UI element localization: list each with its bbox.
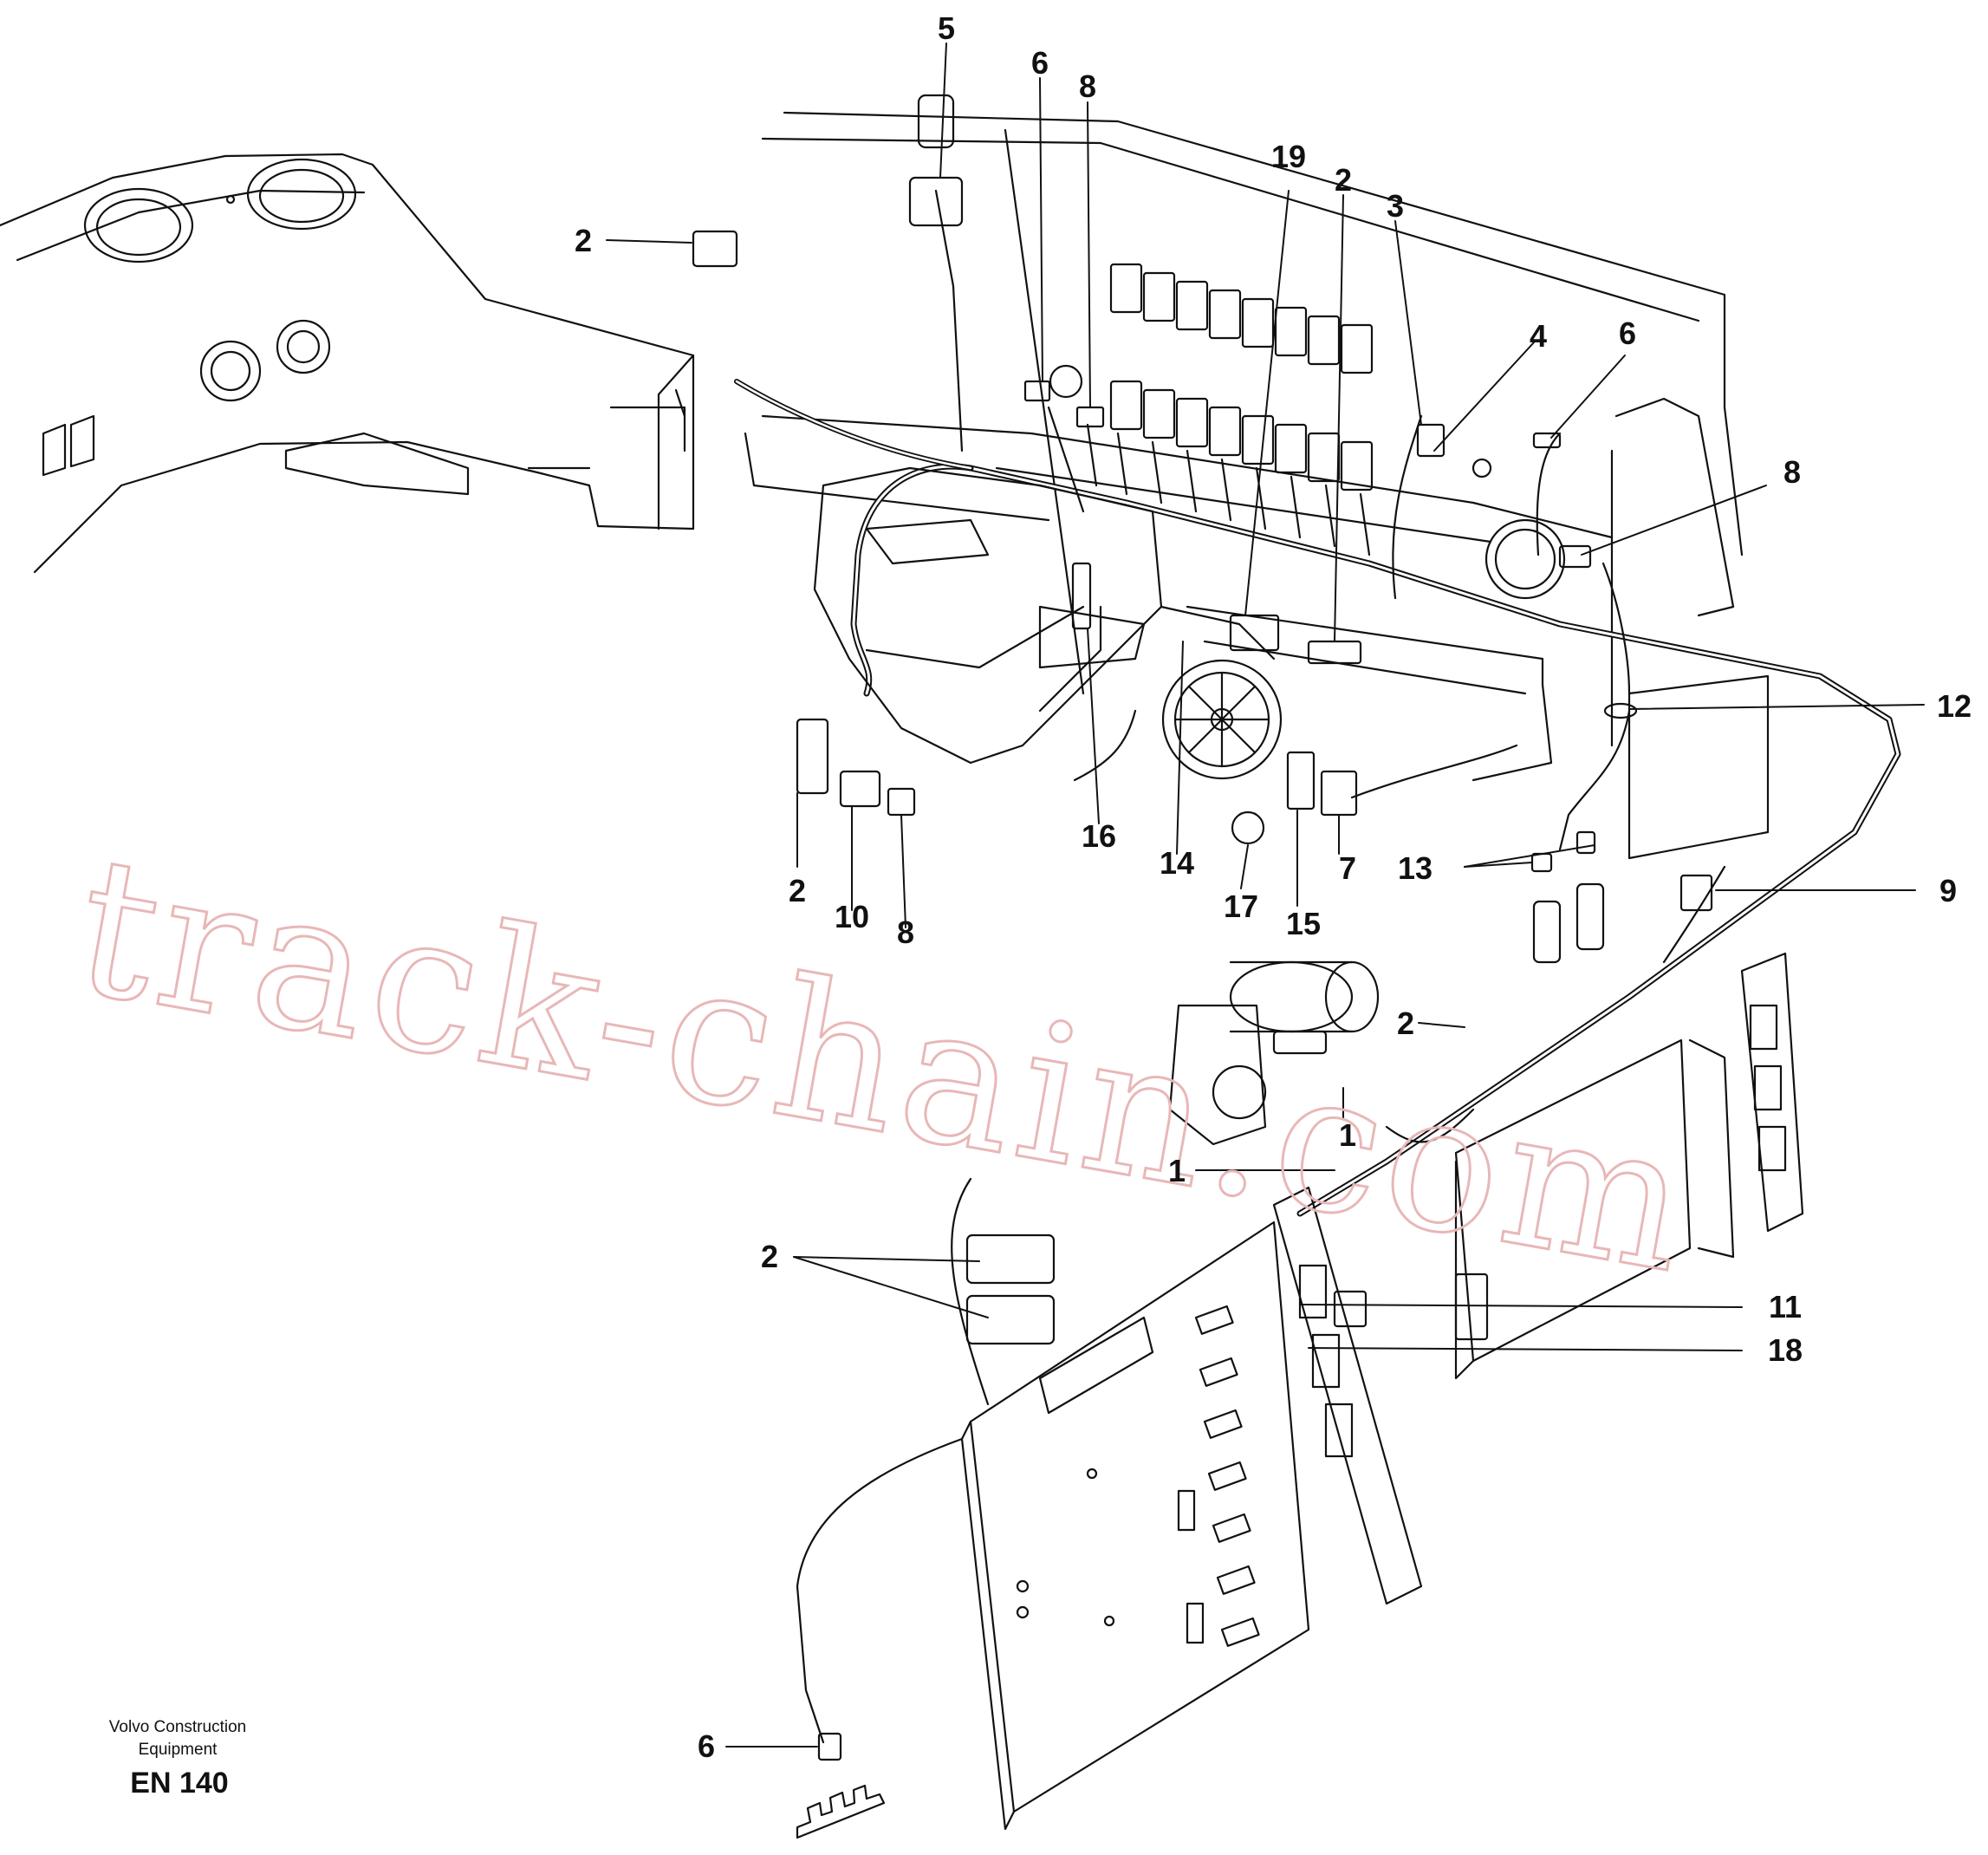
watermark: track-chain.com <box>62 814 1708 1316</box>
callout-6: 6 <box>1619 316 1636 351</box>
callout-13: 13 <box>1398 850 1433 886</box>
callout-2: 2 <box>789 873 806 908</box>
callout-6: 6 <box>698 1728 715 1764</box>
callout-1: 1 <box>1168 1153 1186 1188</box>
callout-2: 2 <box>1397 1006 1414 1041</box>
callout-11: 11 <box>1769 1289 1802 1325</box>
connector-1 <box>1335 1292 1366 1326</box>
callout-5: 5 <box>938 10 955 46</box>
callout-6: 6 <box>1031 45 1049 81</box>
callout-8: 8 <box>1079 68 1096 104</box>
connector-17 <box>1232 812 1264 843</box>
callout-7: 7 <box>1339 850 1356 886</box>
main-harness <box>737 191 1898 1742</box>
heater-housing <box>815 468 1281 778</box>
circuit-board <box>962 1222 1309 1829</box>
connector-15 <box>1288 752 1314 809</box>
callout-9: 9 <box>1939 873 1957 908</box>
grommet-12 <box>1605 704 1636 718</box>
leader-lines <box>607 43 1924 1747</box>
callout-1: 1 <box>1339 1117 1356 1153</box>
callout-19: 19 <box>1271 139 1306 174</box>
callout-8: 8 <box>897 914 914 950</box>
connector-16 <box>1073 563 1090 628</box>
motor-assembly <box>1170 962 1378 1144</box>
footer-company-line1: Volvo Construction <box>109 1718 246 1736</box>
callout-2: 2 <box>575 223 592 258</box>
callout-15: 15 <box>1286 906 1321 941</box>
callout-17: 17 <box>1224 888 1258 924</box>
connector-10 <box>841 771 880 806</box>
callout-8: 8 <box>1783 454 1801 490</box>
control-units <box>1274 676 1803 1604</box>
rotary-switch <box>919 95 953 147</box>
connector-19 <box>1231 615 1278 650</box>
callout-2: 2 <box>1335 162 1352 198</box>
switch-rockers <box>1050 264 1564 598</box>
callout-16: 16 <box>1082 818 1116 854</box>
footer-block: Volvo Construction Equipment EN 140 <box>109 1718 246 1800</box>
dsub-connector-lower <box>967 1296 1054 1344</box>
callout-3: 3 <box>1387 188 1404 224</box>
terminal-clip <box>797 1786 884 1838</box>
instrument-panel <box>745 113 1742 780</box>
dashboard-housing <box>0 154 693 572</box>
connector-9 <box>1681 875 1712 910</box>
connectors <box>693 95 1712 1760</box>
connector-2-top-left <box>693 231 737 266</box>
callout-12: 12 <box>1937 688 1972 724</box>
connector-2-left <box>797 719 828 793</box>
footer-company-line2: Equipment <box>139 1741 218 1759</box>
connector-8-lower <box>888 789 914 815</box>
callout-labels: 5 6 8 19 2 3 4 6 8 2 12 9 13 2 10 8 16 1… <box>575 10 1972 1764</box>
dsub-connector-upper <box>967 1235 1054 1283</box>
callout-18: 18 <box>1768 1332 1803 1368</box>
callout-2: 2 <box>761 1239 778 1274</box>
connector-7 <box>1322 771 1356 815</box>
callout-14: 14 <box>1160 845 1194 881</box>
footer-code: EN 140 <box>130 1767 228 1800</box>
connector-6-bottom <box>819 1734 841 1760</box>
callout-10: 10 <box>835 899 869 934</box>
connector-5-relay <box>910 178 962 225</box>
callout-4: 4 <box>1530 318 1547 354</box>
